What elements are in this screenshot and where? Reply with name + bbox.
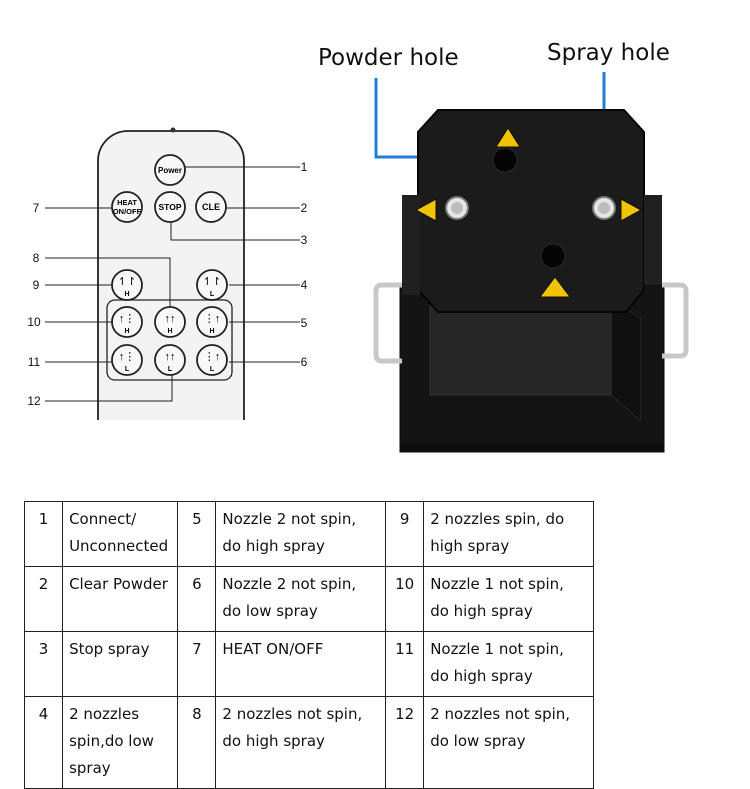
button-number: 9 (385, 501, 425, 567)
svg-text:STOP: STOP (159, 202, 182, 212)
button-description: Stop spray (62, 631, 179, 697)
arrows-icon: ⋮↑ (204, 313, 221, 325)
nozzle-button-10[interactable]: ↑⋮ H (111, 306, 143, 338)
remote-label-5: 5 (300, 316, 308, 330)
svg-text:H: H (124, 328, 129, 335)
right-handle (662, 282, 689, 359)
arrows-icon: ↑↑ (165, 313, 176, 325)
button-legend-table: 1 Connect/ Unconnected 5 Nozzle 2 not sp… (23, 501, 594, 789)
button-number: 3 (23, 631, 64, 697)
remote-label-9: 9 (32, 278, 40, 292)
remote-label-7: 7 (32, 201, 40, 215)
remote-illustration: Power HEAT ON/OFF STOP CLE ↿↾ H ↿↾ L ↑⋮ … (45, 127, 300, 420)
stop-button[interactable]: STOP (154, 191, 186, 223)
button-number: 12 (385, 696, 425, 789)
device-illustration (373, 72, 689, 453)
button-number: 8 (177, 696, 217, 789)
warning-label-top (495, 127, 521, 148)
remote-label-6: 6 (300, 355, 308, 369)
svg-text:ON/OFF: ON/OFF (113, 207, 142, 216)
remote-label-10: 10 (27, 315, 41, 329)
button-number: 10 (385, 566, 425, 632)
button-description: Nozzle 1 not spin, do high spray (423, 566, 594, 632)
remote-label-4: 4 (300, 278, 308, 292)
svg-text:CLE: CLE (202, 202, 220, 212)
power-button[interactable]: Power (154, 154, 186, 186)
remote-label-12: 12 (27, 394, 41, 408)
svg-text:H: H (209, 328, 214, 335)
svg-text:H: H (167, 328, 172, 335)
nozzle-button-5[interactable]: ⋮↑ H (196, 306, 228, 338)
nozzle-button-6[interactable]: ⋮↑ L (196, 344, 228, 376)
button-number: 4 (23, 696, 64, 789)
nozzle-button-8[interactable]: ↑↑ H (154, 306, 186, 338)
button-description: 2 nozzles spin,do low spray (62, 696, 179, 789)
svg-text:L: L (210, 291, 215, 298)
table-row: 3 Stop spray 7 HEAT ON/OFF 11 Nozzle 1 n… (23, 631, 594, 697)
nozzle-button-9[interactable]: ↿↾ H (111, 269, 143, 301)
button-description: Clear Powder (62, 566, 179, 632)
svg-text:L: L (210, 366, 215, 373)
nozzle-button-12[interactable]: ↑↑ L (154, 344, 186, 376)
button-description: HEAT ON/OFF (215, 631, 387, 697)
button-description: Nozzle 2 not spin, do low spray (215, 566, 387, 632)
powder-hole (492, 147, 518, 173)
spray-hole-callout: Spray hole (547, 40, 670, 66)
table-row: 1 Connect/ Unconnected 5 Nozzle 2 not sp… (23, 501, 594, 567)
svg-text:L: L (125, 366, 130, 373)
table-row: 2 Clear Powder 6 Nozzle 2 not spin, do l… (23, 566, 594, 632)
button-number: 5 (177, 501, 217, 567)
svg-text:H: H (124, 291, 129, 298)
svg-text:Power: Power (158, 166, 182, 175)
button-number: 11 (385, 631, 425, 697)
remote-label-3: 3 (300, 233, 308, 247)
remote-label-1: 1 (300, 160, 308, 174)
remote-label-2: 2 (300, 201, 308, 215)
left-handle (373, 282, 402, 364)
svg-text:L: L (168, 366, 173, 373)
button-description: Connect/ Unconnected (62, 501, 179, 567)
arrows-icon: ↿↾ (118, 276, 136, 288)
warning-label-right (620, 198, 643, 222)
button-description: 2 nozzles not spin, do high spray (215, 696, 387, 789)
table-row: 4 2 nozzles spin,do low spray 8 2 nozzle… (23, 696, 594, 789)
remote-label-11: 11 (27, 355, 41, 369)
powder-hole-callout: Powder hole (318, 45, 459, 71)
nozzle-button-11[interactable]: ↑⋮ L (111, 344, 143, 376)
arrows-icon: ⋮↑ (204, 351, 221, 363)
nozzle-button-4[interactable]: ↿↾ L (196, 269, 228, 301)
arrows-icon: ↑↑ (165, 351, 176, 363)
button-description: Nozzle 1 not spin, do high spray (423, 631, 594, 697)
rear-hole (540, 243, 566, 269)
svg-text:HEAT: HEAT (117, 198, 137, 207)
warning-label-bottom (539, 276, 571, 298)
button-number: 1 (23, 501, 64, 567)
clear-button[interactable]: CLE (195, 191, 227, 223)
button-description: 2 nozzles not spin, do low spray (423, 696, 594, 789)
button-number: 2 (23, 566, 64, 632)
remote-label-8: 8 (32, 251, 40, 265)
heat-button[interactable]: HEAT ON/OFF (111, 191, 143, 223)
button-description: 2 nozzles spin, do high spray (423, 501, 594, 567)
button-description: Nozzle 2 not spin, do high spray (215, 501, 387, 567)
arrows-icon: ↑⋮ (119, 313, 136, 325)
device-top-panel (417, 109, 645, 313)
arrows-icon: ↑⋮ (119, 351, 136, 363)
button-number: 7 (177, 631, 217, 697)
arrows-icon: ↿↾ (203, 276, 221, 288)
warning-label-left (414, 198, 437, 222)
button-number: 6 (177, 566, 217, 632)
